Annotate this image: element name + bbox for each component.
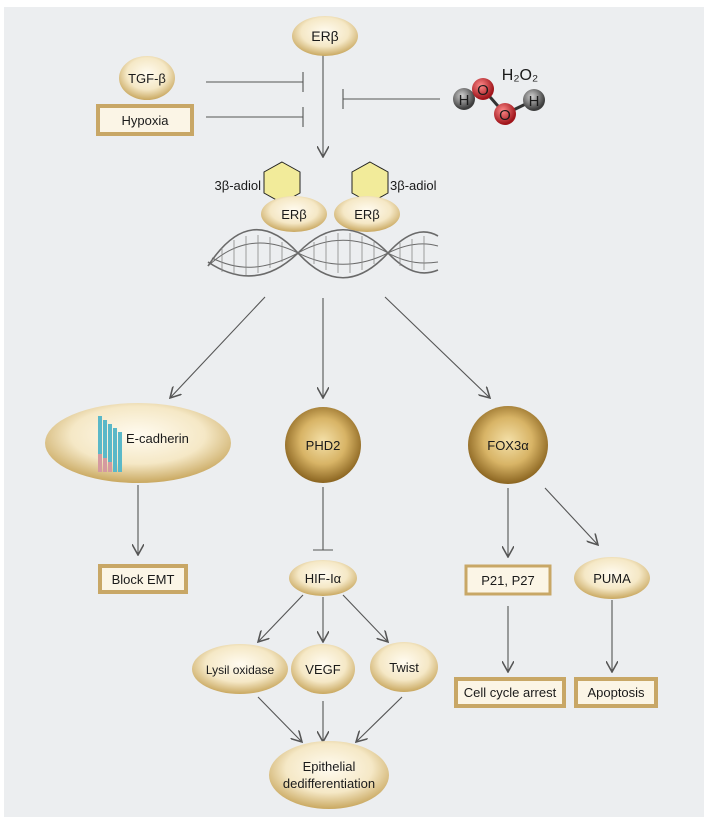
tgfb-node (119, 56, 175, 100)
apoptosis-label: Apoptosis (587, 685, 645, 700)
erb-top-node (292, 16, 358, 56)
p21p27-label: P21, P27 (481, 573, 535, 588)
hif1a-label: HIF-Iα (305, 571, 342, 586)
oxygen-atom-1 (472, 78, 494, 100)
hif1a-node (289, 560, 357, 596)
fox3a-node (468, 406, 548, 484)
lysil-label: Lysil oxidase (206, 663, 275, 677)
arrow-lysil-to-epithelial (257, 696, 302, 742)
phd2-label: PHD2 (306, 438, 341, 453)
block-emt-box (98, 564, 188, 594)
apoptosis-box (574, 677, 658, 708)
connectors (138, 55, 612, 742)
hypoxia-label: Hypoxia (122, 113, 170, 128)
arrow-to-fox3a (384, 296, 490, 398)
twist-label: Twist (389, 660, 419, 675)
hydrogen-atom-1 (453, 88, 475, 110)
cell-cycle-box (454, 677, 566, 708)
fox3a-label: FOX3α (487, 438, 529, 453)
hypoxia-box (96, 104, 194, 136)
erb-dimer-right-label: ERβ (354, 207, 380, 222)
arrow-twist-to-epithelial (356, 696, 403, 742)
vegf-node (291, 644, 355, 694)
block-emt-label: Block EMT (112, 572, 175, 587)
h2o2-atom-o2: O (499, 107, 511, 124)
cell-cycle-label: Cell cycle arrest (464, 685, 557, 700)
twist-node (370, 642, 438, 692)
tgfb-label: TGF-β (128, 71, 166, 86)
vegf-label: VEGF (305, 662, 340, 677)
adiol-left-label: 3β-adiol (214, 178, 261, 193)
arrow-to-puma (544, 487, 598, 545)
arrow-to-twist (342, 594, 388, 642)
hydrogen-atom-2 (523, 89, 545, 111)
h2o2-molecule: H O O H (453, 78, 545, 125)
ecadherin-node (45, 403, 231, 483)
erb-dimer-left-node (261, 196, 327, 232)
ecadherin-label: E-cadherin (126, 431, 189, 446)
phd2-node (285, 407, 361, 483)
puma-node (574, 557, 650, 599)
p21p27-box (464, 564, 552, 596)
h2o2-atom-h2: H (529, 93, 540, 110)
epithelial-label-line2: dedifferentiation (283, 776, 375, 791)
erb-dimer-left-label: ERβ (281, 207, 307, 222)
oxygen-atom-2 (494, 103, 516, 125)
h2o2-atom-o1: O (477, 82, 489, 99)
epithelial-label-line1: Epithelial (303, 759, 356, 774)
h2o2-atom-h1: H (459, 92, 470, 109)
puma-label: PUMA (593, 571, 631, 586)
arrow-to-ecadherin (170, 296, 266, 398)
adiol-right-label: 3β-adiol (390, 178, 437, 193)
erb-dimer-right-node (334, 196, 400, 232)
membrane-cell-icon (98, 416, 122, 472)
erb-top-label: ERβ (311, 28, 339, 44)
h2o2-label: H₂O₂ (502, 67, 538, 84)
lysil-node (192, 644, 288, 694)
arrow-to-lysil (258, 594, 304, 642)
epithelial-node (269, 741, 389, 809)
dna-helix-icon (207, 229, 439, 279)
